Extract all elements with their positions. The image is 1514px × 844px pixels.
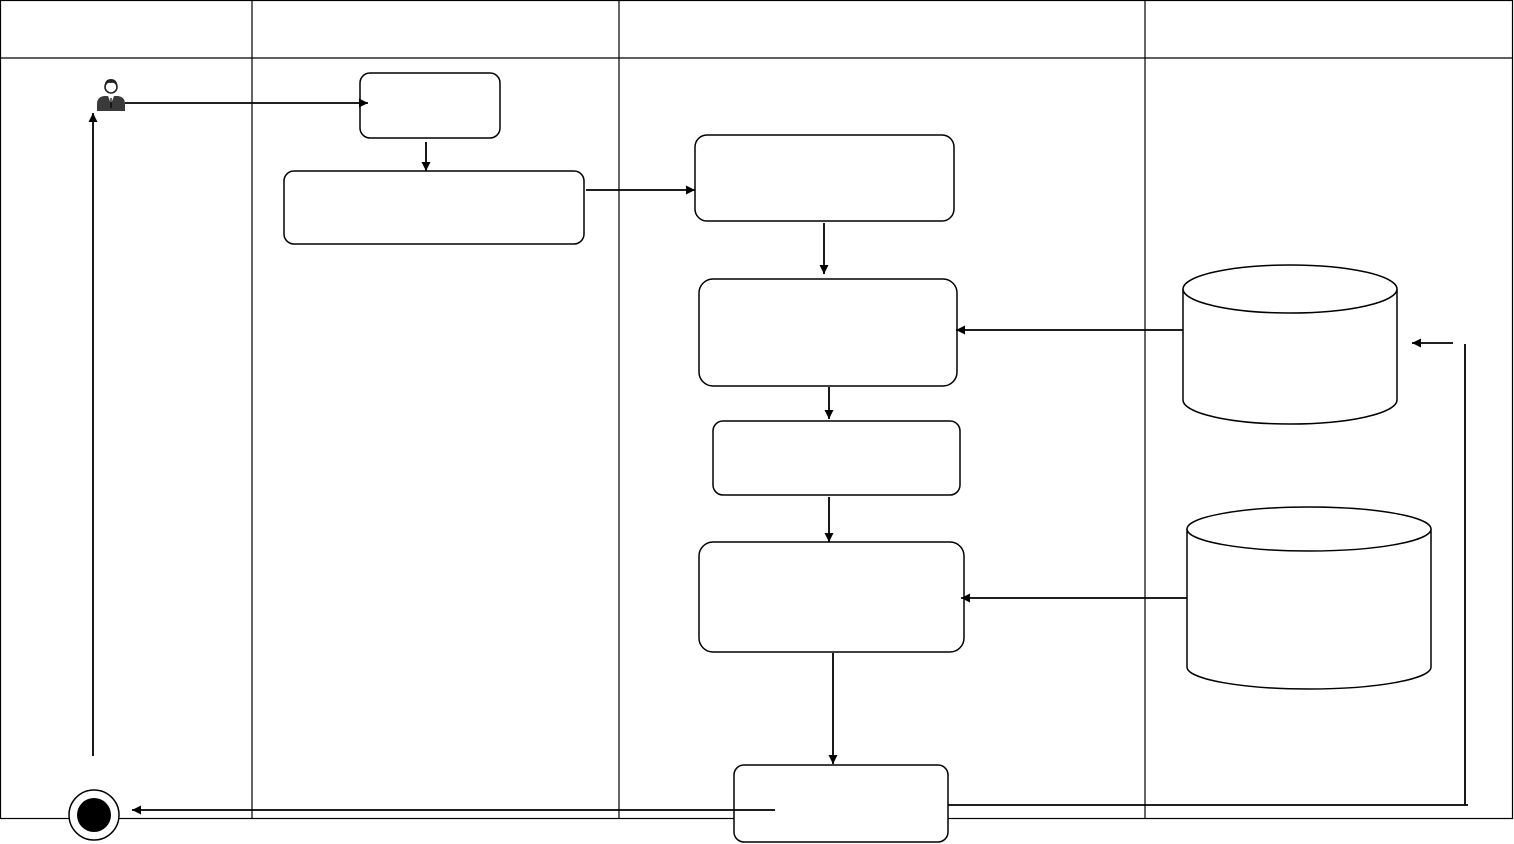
- activity-box-2: [283, 170, 585, 245]
- activity-box-4: [698, 278, 958, 387]
- database-icon: [1182, 264, 1398, 425]
- database-icon: [1186, 506, 1432, 690]
- user-icon: [97, 79, 125, 111]
- activity-box-3: [694, 134, 955, 222]
- final-node: [68, 789, 120, 841]
- activity-box-6: [698, 541, 965, 653]
- activity-box-5: [712, 420, 961, 496]
- activity-box-1: [359, 72, 501, 139]
- activity-box-7: [733, 764, 949, 843]
